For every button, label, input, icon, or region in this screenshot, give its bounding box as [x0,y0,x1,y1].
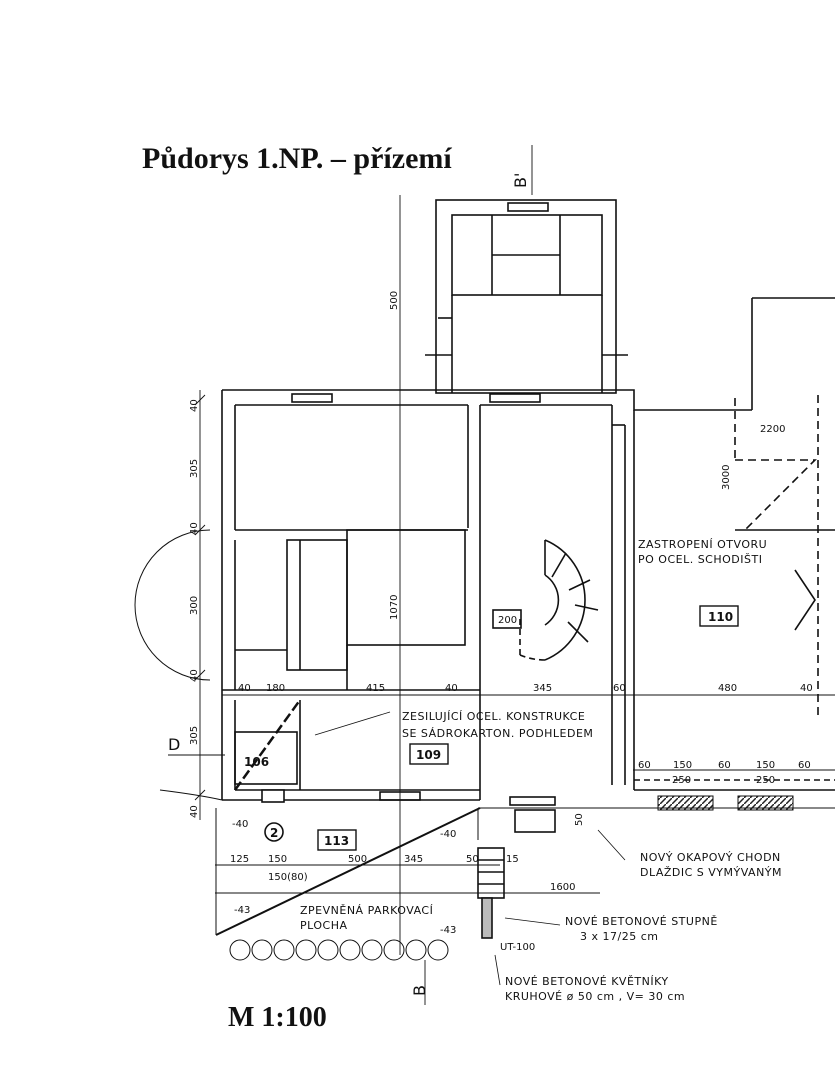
stair-width-box [492,609,522,629]
dim-500: 500 [348,854,367,865]
dim-150b: 150 [756,760,775,771]
vdim-40b: 40 [189,522,200,535]
note-zesilujici-2: SE SÁDROKARTON. PODHLEDEM [402,727,593,740]
spiral-stair-inner [544,574,560,626]
level-40b: -40 [440,829,456,840]
dim-480: 480 [718,683,737,694]
dim-50a: 50 [466,854,479,865]
bay-window-arc [134,529,211,681]
vdim-1070: 1070 [389,595,400,620]
note-stupne-1: NOVÉ BETONOVÉ STUPNĚ [565,915,718,928]
dim-125: 125 [230,854,249,865]
vdim-50: 50 [574,813,585,826]
spiral-stair-outer [544,539,586,661]
vdim-40a: 40 [189,399,200,412]
note-okapovy-1: NOVÝ OKAPOVÝ CHODN [640,851,781,864]
level-43a: -43 [234,905,250,916]
dim-180: 180 [266,683,285,694]
dim-345b: 345 [404,854,423,865]
marker-2-circle [264,822,284,842]
room-middle [346,529,466,646]
vdim-305a: 305 [189,459,200,478]
dim-40b: 40 [445,683,458,694]
dim-415: 415 [366,683,385,694]
concrete-steps [477,847,505,899]
dim-60c: 60 [718,760,731,771]
dim-15: 15 [506,854,519,865]
dim-60b: 60 [638,760,651,771]
room-wc [286,539,348,671]
dim-1600: 1600 [550,882,575,893]
note-ut100: UT-100 [500,942,535,953]
scale-label: M 1:100 [228,1002,327,1033]
note-kvetniky-1: NOVÉ BETONOVÉ KVĚTNÍKY [505,975,669,988]
note-parkovaci-1: ZPEVNĚNÁ PARKOVACÍ [300,904,433,917]
vdim-500: 500 [389,291,400,310]
main-north-wall [222,389,752,411]
section-mark-bottom: B [410,985,429,996]
room-110-label: 110 [708,610,733,624]
dim-250a: 250 [672,775,691,786]
section-mark-top: B' [511,173,530,188]
dim-345a: 345 [533,683,552,694]
annex-outer-wall [435,199,617,394]
room-113-label: 113 [324,834,349,848]
level-40a: -40 [232,819,248,830]
note-stupne-2: 3 x 17/25 cm [580,930,658,943]
annex-upper-room [451,214,603,296]
dim-2200: 2200 [760,424,785,435]
vdim-300: 300 [189,596,200,615]
note-okapovy-2: DLAŽDIC S VYMÝVANÝM [640,866,782,879]
room-109-label: 109 [416,748,441,762]
vdim-305b: 305 [189,726,200,745]
note-parkovaci-2: PLOCHA [300,919,348,932]
note-zastropeni-1: ZASTROPENÍ OTVORU [638,538,767,551]
level-43b: -43 [440,925,456,936]
plan-title: Půdorys 1.NP. – přízemí [142,142,452,175]
room-106-label: 106 [244,755,269,769]
note-zesilujici-1: ZESILUJÍCÍ OCEL. KONSTRUKCE [402,710,585,723]
dim-150c: 150 [268,854,287,865]
dim-40c: 40 [800,683,813,694]
note-kvetniky-2: KRUHOVÉ ø 50 cm , V= 30 cm [505,990,685,1003]
marker-2-label: 2 [270,826,278,840]
dim-60a: 60 [613,683,626,694]
dim-150a: 150 [673,760,692,771]
note-zastropeni-2: PO OCEL. SCHODIŠTI [638,553,762,566]
room-106-box [234,731,298,785]
dim-60d: 60 [798,760,811,771]
vdim-40c: 40 [189,669,200,682]
dim-250b: 250 [756,775,775,786]
section-mark-left: D [168,735,180,754]
dim-200: 200 [498,615,517,626]
dim-40a: 40 [238,683,251,694]
dim-150-80: 150(80) [268,872,308,883]
vdim-3000: 3000 [721,465,732,490]
vdim-40d: 40 [189,805,200,818]
